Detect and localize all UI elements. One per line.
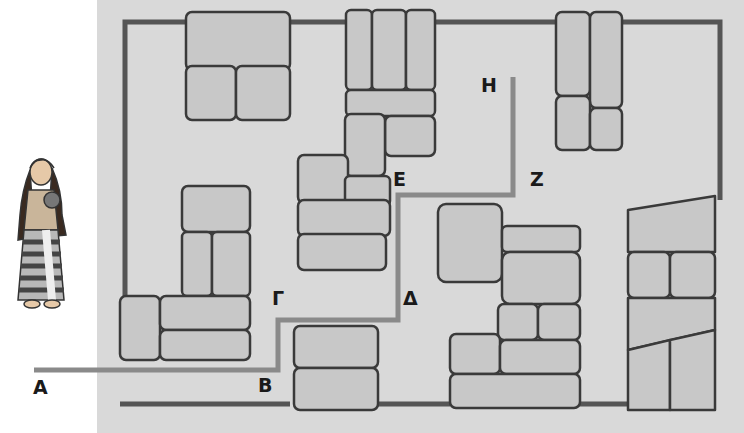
point-label: Η xyxy=(481,76,497,95)
point-label: Α xyxy=(33,378,48,397)
point-label: Ε xyxy=(393,170,406,189)
point-label: Γ xyxy=(272,289,284,308)
point-label: Δ xyxy=(403,289,418,308)
point-label: Β xyxy=(258,376,272,395)
point-label: Ζ xyxy=(530,170,544,189)
